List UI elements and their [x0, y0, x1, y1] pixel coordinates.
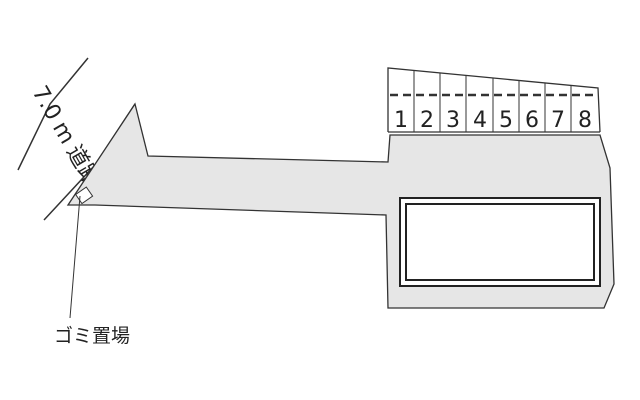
parking-slot-number: 8: [578, 108, 592, 133]
building-inner: [405, 203, 595, 281]
road-width-unit: m: [47, 117, 79, 148]
road-edge-outer: [17, 57, 89, 171]
garbage-callout-leader: [69, 195, 81, 319]
parking-slot-number: 2: [420, 108, 434, 133]
parking-slot-number: 1: [394, 108, 408, 133]
road-width-value: 7.0: [27, 82, 66, 125]
garbage-area-label: ゴミ置場: [54, 325, 130, 347]
parking-slot-number: 5: [499, 108, 513, 133]
parking-slot-number: 6: [525, 108, 539, 133]
parking-slot-number: 3: [446, 108, 460, 133]
parking-slot-number: 4: [473, 108, 487, 133]
parking-bays: 1 2 3 4 5 6 7 8: [387, 67, 601, 133]
parking-slot-number: 7: [551, 108, 565, 133]
garbage-area-marker: ゴミ置場: [54, 186, 130, 347]
building: [399, 197, 601, 287]
